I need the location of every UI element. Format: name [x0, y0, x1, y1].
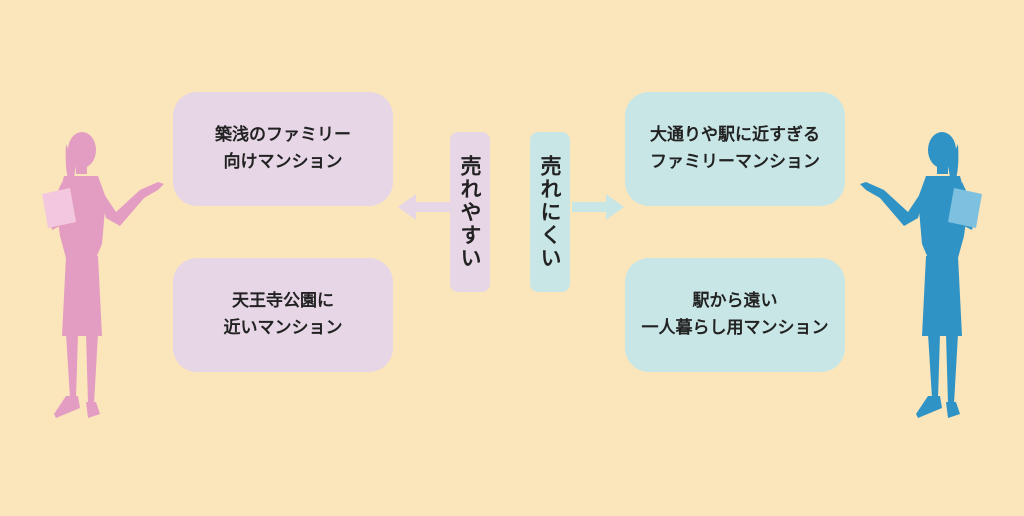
box-text: ファミリーマンション — [650, 152, 820, 172]
box-near-park-condo: 天王寺公園に 近いマンション — [173, 258, 393, 372]
arrow-left-icon — [398, 194, 450, 220]
box-text: 向けマンション — [223, 152, 343, 172]
box-near-station-family-condo: 大通りや駅に近すぎる ファミリーマンション — [625, 92, 845, 206]
box-text: 天王寺公園に — [232, 290, 334, 311]
box-text: 築浅のファミリー — [215, 124, 351, 145]
box-far-station-single-condo: 駅から遠い 一人暮らし用マンション — [625, 258, 845, 372]
label-hard-to-sell: 売れにくい — [530, 132, 570, 292]
label-easy-to-sell: 売れやすい — [450, 132, 490, 292]
woman-blue-icon — [860, 132, 982, 418]
box-new-family-condo: 築浅のファミリー 向けマンション — [173, 92, 393, 206]
box-text: 大通りや駅に近すぎる — [650, 124, 820, 145]
box-text: 駅から遠い — [692, 290, 778, 311]
woman-pink-icon — [42, 132, 164, 418]
box-text: 一人暮らし用マンション — [641, 318, 829, 338]
box-text: 近いマンション — [223, 318, 343, 338]
arrow-right-icon — [572, 194, 624, 220]
